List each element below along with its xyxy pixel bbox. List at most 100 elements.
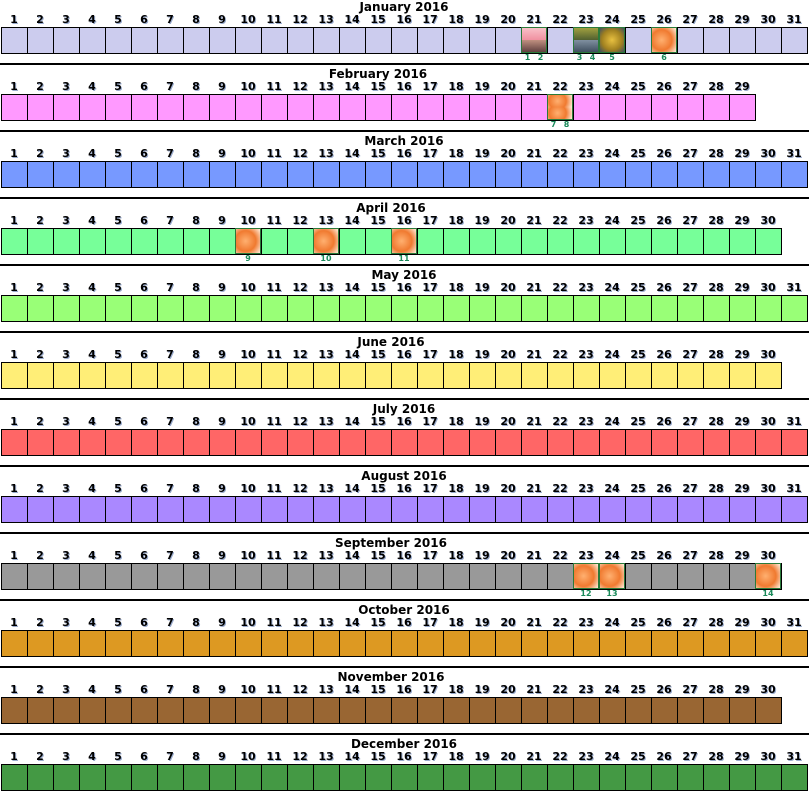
day-cell[interactable] — [469, 429, 496, 456]
day-cell[interactable] — [391, 496, 418, 523]
day-cell[interactable] — [599, 161, 626, 188]
day-cell[interactable] — [443, 764, 470, 791]
day-cell[interactable] — [417, 161, 444, 188]
day-cell[interactable] — [599, 228, 626, 255]
day-cell[interactable] — [53, 295, 80, 322]
day-cell[interactable] — [183, 27, 210, 54]
day-cell[interactable] — [235, 429, 262, 456]
day-cell[interactable] — [79, 697, 106, 724]
day-cell[interactable] — [573, 496, 600, 523]
footnote-label[interactable]: 8 — [563, 120, 570, 129]
day-cell[interactable] — [1, 563, 28, 590]
day-cell[interactable] — [781, 295, 808, 322]
day-cell[interactable] — [755, 27, 782, 54]
day-cell[interactable] — [105, 697, 132, 724]
day-cell[interactable] — [53, 630, 80, 657]
day-cell[interactable] — [469, 496, 496, 523]
day-cell[interactable] — [521, 764, 548, 791]
day-cell[interactable] — [651, 563, 678, 590]
day-cell[interactable] — [131, 697, 158, 724]
footnote-label[interactable]: 4 — [589, 53, 596, 62]
day-cell[interactable] — [651, 429, 678, 456]
day-cell[interactable] — [391, 764, 418, 791]
day-cell[interactable] — [105, 228, 132, 255]
day-cell[interactable] — [287, 697, 314, 724]
day-cell[interactable] — [157, 362, 184, 389]
day-cell[interactable] — [79, 563, 106, 590]
day-cell[interactable] — [339, 295, 366, 322]
day-cell[interactable] — [755, 295, 782, 322]
day-cell[interactable] — [1, 697, 28, 724]
day-cell[interactable] — [703, 94, 730, 121]
day-cell[interactable] — [547, 563, 574, 590]
footnote-label[interactable]: 2 — [537, 53, 544, 62]
pokemon-sprite-icon[interactable] — [391, 228, 417, 254]
day-cell[interactable] — [235, 563, 262, 590]
pokemon-sprite-icon[interactable] — [547, 94, 573, 120]
day-cell[interactable] — [183, 496, 210, 523]
day-cell[interactable] — [105, 764, 132, 791]
day-cell[interactable] — [79, 228, 106, 255]
day-cell[interactable] — [729, 362, 756, 389]
day-cell[interactable] — [599, 429, 626, 456]
pokemon-sprite-icon[interactable] — [651, 27, 677, 53]
day-cell[interactable] — [235, 94, 262, 121]
day-cell[interactable] — [417, 429, 444, 456]
day-cell[interactable] — [625, 362, 652, 389]
day-cell[interactable] — [313, 27, 340, 54]
day-cell[interactable] — [261, 429, 288, 456]
day-cell[interactable] — [287, 362, 314, 389]
day-cell[interactable] — [729, 496, 756, 523]
day-cell[interactable] — [183, 94, 210, 121]
day-cell[interactable] — [287, 161, 314, 188]
day-cell[interactable] — [677, 295, 704, 322]
day-cell[interactable] — [365, 429, 392, 456]
day-cell[interactable] — [443, 362, 470, 389]
day-cell[interactable] — [625, 228, 652, 255]
day-cell[interactable] — [547, 697, 574, 724]
day-cell[interactable] — [1, 295, 28, 322]
day-cell[interactable] — [261, 496, 288, 523]
day-cell[interactable] — [261, 161, 288, 188]
day-cell[interactable] — [365, 27, 392, 54]
day-cell[interactable] — [209, 27, 236, 54]
day-cell[interactable] — [469, 697, 496, 724]
day-cell[interactable] — [365, 764, 392, 791]
day-cell[interactable] — [1, 630, 28, 657]
day-cell[interactable] — [781, 496, 808, 523]
day-cell[interactable] — [625, 496, 652, 523]
day-cell[interactable] — [261, 764, 288, 791]
day-cell[interactable] — [131, 94, 158, 121]
day-cell[interactable] — [79, 764, 106, 791]
day-cell[interactable] — [131, 764, 158, 791]
day-cell[interactable] — [469, 94, 496, 121]
day-cell[interactable] — [313, 295, 340, 322]
day-cell[interactable] — [495, 228, 522, 255]
day-cell[interactable] — [339, 362, 366, 389]
day-cell[interactable] — [755, 429, 782, 456]
day-cell[interactable] — [183, 429, 210, 456]
day-cell[interactable] — [287, 630, 314, 657]
day-cell[interactable] — [157, 563, 184, 590]
day-cell[interactable] — [27, 630, 54, 657]
day-cell[interactable] — [339, 630, 366, 657]
day-cell[interactable] — [677, 161, 704, 188]
day-cell[interactable] — [105, 161, 132, 188]
day-cell[interactable] — [365, 496, 392, 523]
day-cell[interactable] — [677, 764, 704, 791]
day-cell[interactable] — [287, 429, 314, 456]
day-cell[interactable] — [391, 94, 418, 121]
day-cell[interactable] — [1, 161, 28, 188]
day-cell[interactable] — [339, 429, 366, 456]
day-cell[interactable] — [365, 161, 392, 188]
day-cell[interactable] — [755, 228, 782, 255]
day-cell[interactable] — [209, 295, 236, 322]
day-cell[interactable] — [27, 764, 54, 791]
day-cell[interactable] — [209, 362, 236, 389]
day-cell[interactable] — [287, 295, 314, 322]
day-cell[interactable] — [287, 27, 314, 54]
day-cell[interactable] — [547, 630, 574, 657]
day-cell[interactable] — [157, 161, 184, 188]
day-cell[interactable] — [703, 630, 730, 657]
day-cell[interactable] — [313, 697, 340, 724]
